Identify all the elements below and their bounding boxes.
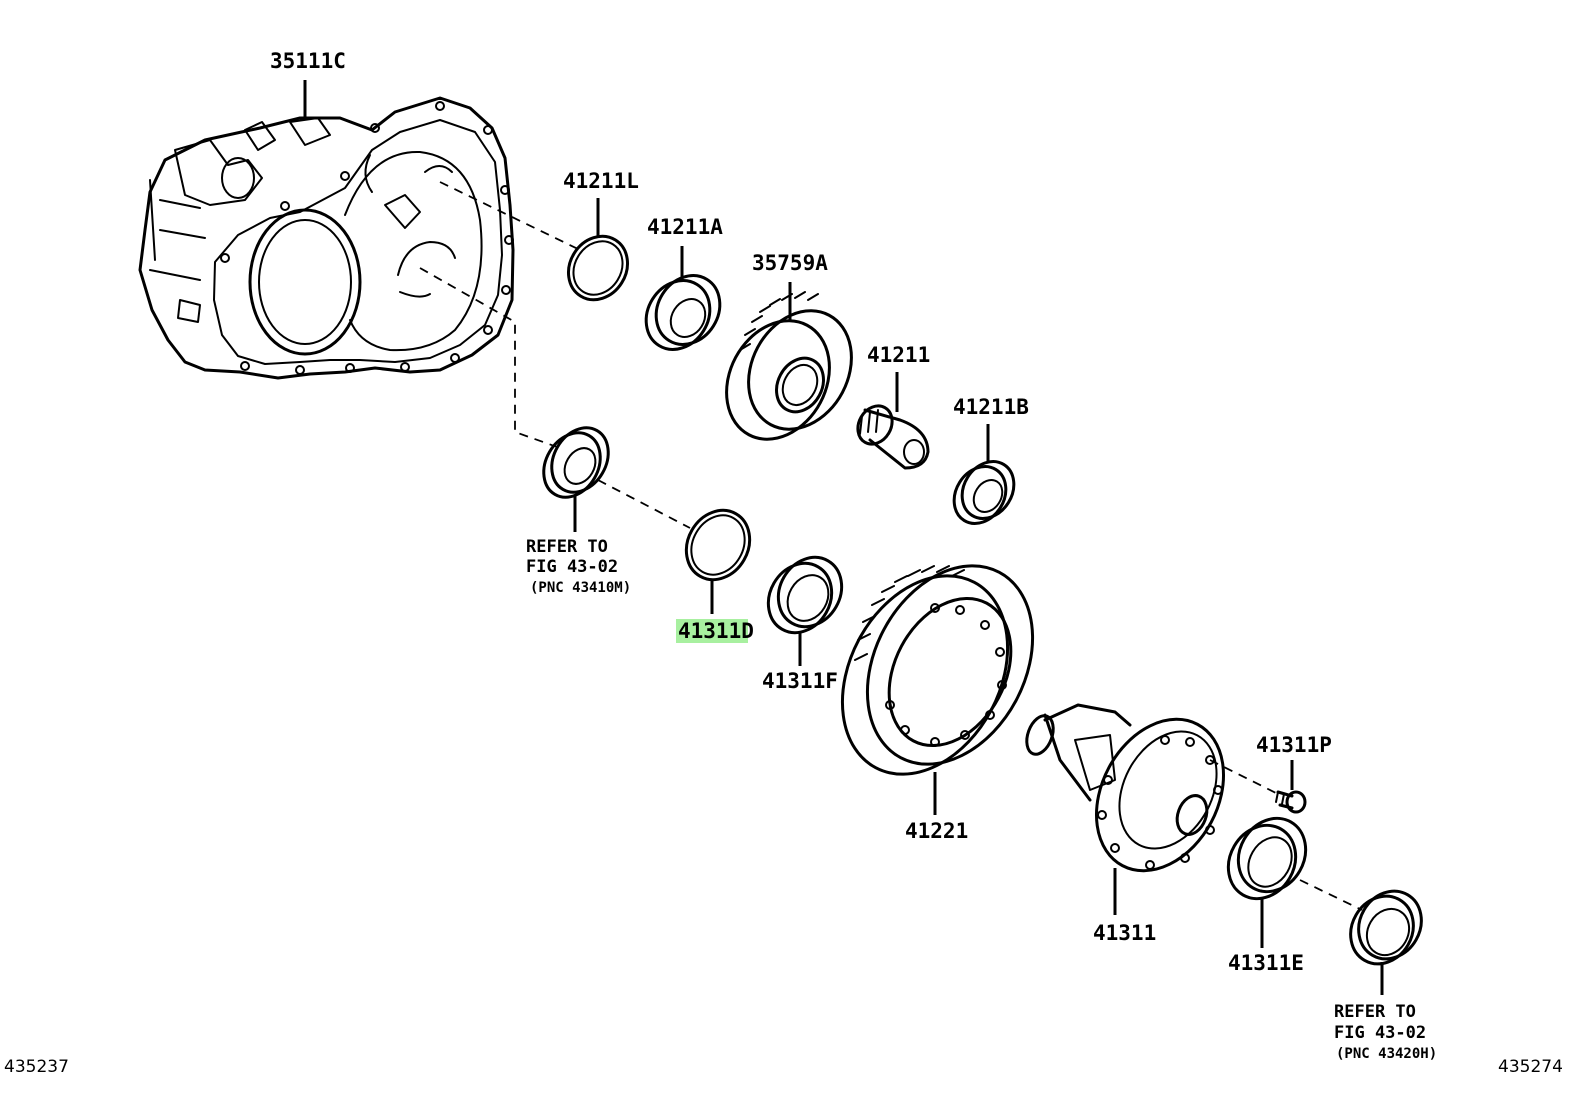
figure-number-left: 435237 [4,1057,69,1077]
ref-left-line2: FIG 43-02 [526,557,618,577]
transmission-case-drawing [138,80,515,380]
bearing-41211B-drawing [952,424,1016,525]
case-bolt-holes [220,101,514,375]
part-label-41211B[interactable]: 41211B [953,395,1029,419]
ref-right-line2: FIG 43-02 [1334,1023,1426,1043]
ref-left-line3: (PNC 43410M) [530,580,631,596]
race-ref-43420H-drawing [1349,889,1423,995]
ring-41211L-drawing [567,198,629,302]
race-41311F-drawing [766,555,844,666]
part-label-41211A[interactable]: 41211A [647,215,723,239]
reference-note-left[interactable]: REFER TO FIG 43-02 (PNC 43410M) [526,537,631,596]
diff-case-bolt-holes [1097,735,1223,870]
alignment-lines [419,181,1363,911]
part-label-41211L[interactable]: 41211L [563,169,639,193]
part-label-41311E[interactable]: 41311E [1228,951,1304,975]
ref-right-line3: (PNC 43420H) [1336,1046,1437,1062]
figure-number-right: 435274 [1498,1057,1563,1077]
bearing-ref-43410M-drawing [542,426,610,532]
part-label-35111C[interactable]: 35111C [270,49,346,73]
part-highlight [676,619,748,643]
ring-41311D-drawing [684,508,752,614]
diff-case-41311-drawing [1025,703,1226,915]
part-label-35759A[interactable]: 35759A [752,251,828,275]
part-label-41211[interactable]: 41211 [867,343,930,367]
bolt-41311P-drawing [1275,760,1307,814]
bearing-41211A-drawing [644,246,722,351]
part-label-41311P[interactable]: 41311P [1256,733,1332,757]
reference-note-right[interactable]: REFER TO FIG 43-02 (PNC 43420H) [1334,1002,1437,1062]
shaft-41211-drawing [856,372,930,470]
part-label-41221[interactable]: 41221 [905,819,968,843]
ring-gear-bolt-holes [885,603,1007,747]
ref-right-line1: REFER TO [1334,1002,1416,1022]
gear-35759A-drawing [725,282,853,441]
ref-left-line1: REFER TO [526,537,608,557]
part-label-41311[interactable]: 41311 [1093,921,1156,945]
ring-gear-41221-drawing [840,564,1035,815]
part-label-41311D[interactable]: 41311D [678,619,754,643]
part-label-41311F[interactable]: 41311F [762,669,838,693]
bearing-41311E-drawing [1226,816,1308,948]
